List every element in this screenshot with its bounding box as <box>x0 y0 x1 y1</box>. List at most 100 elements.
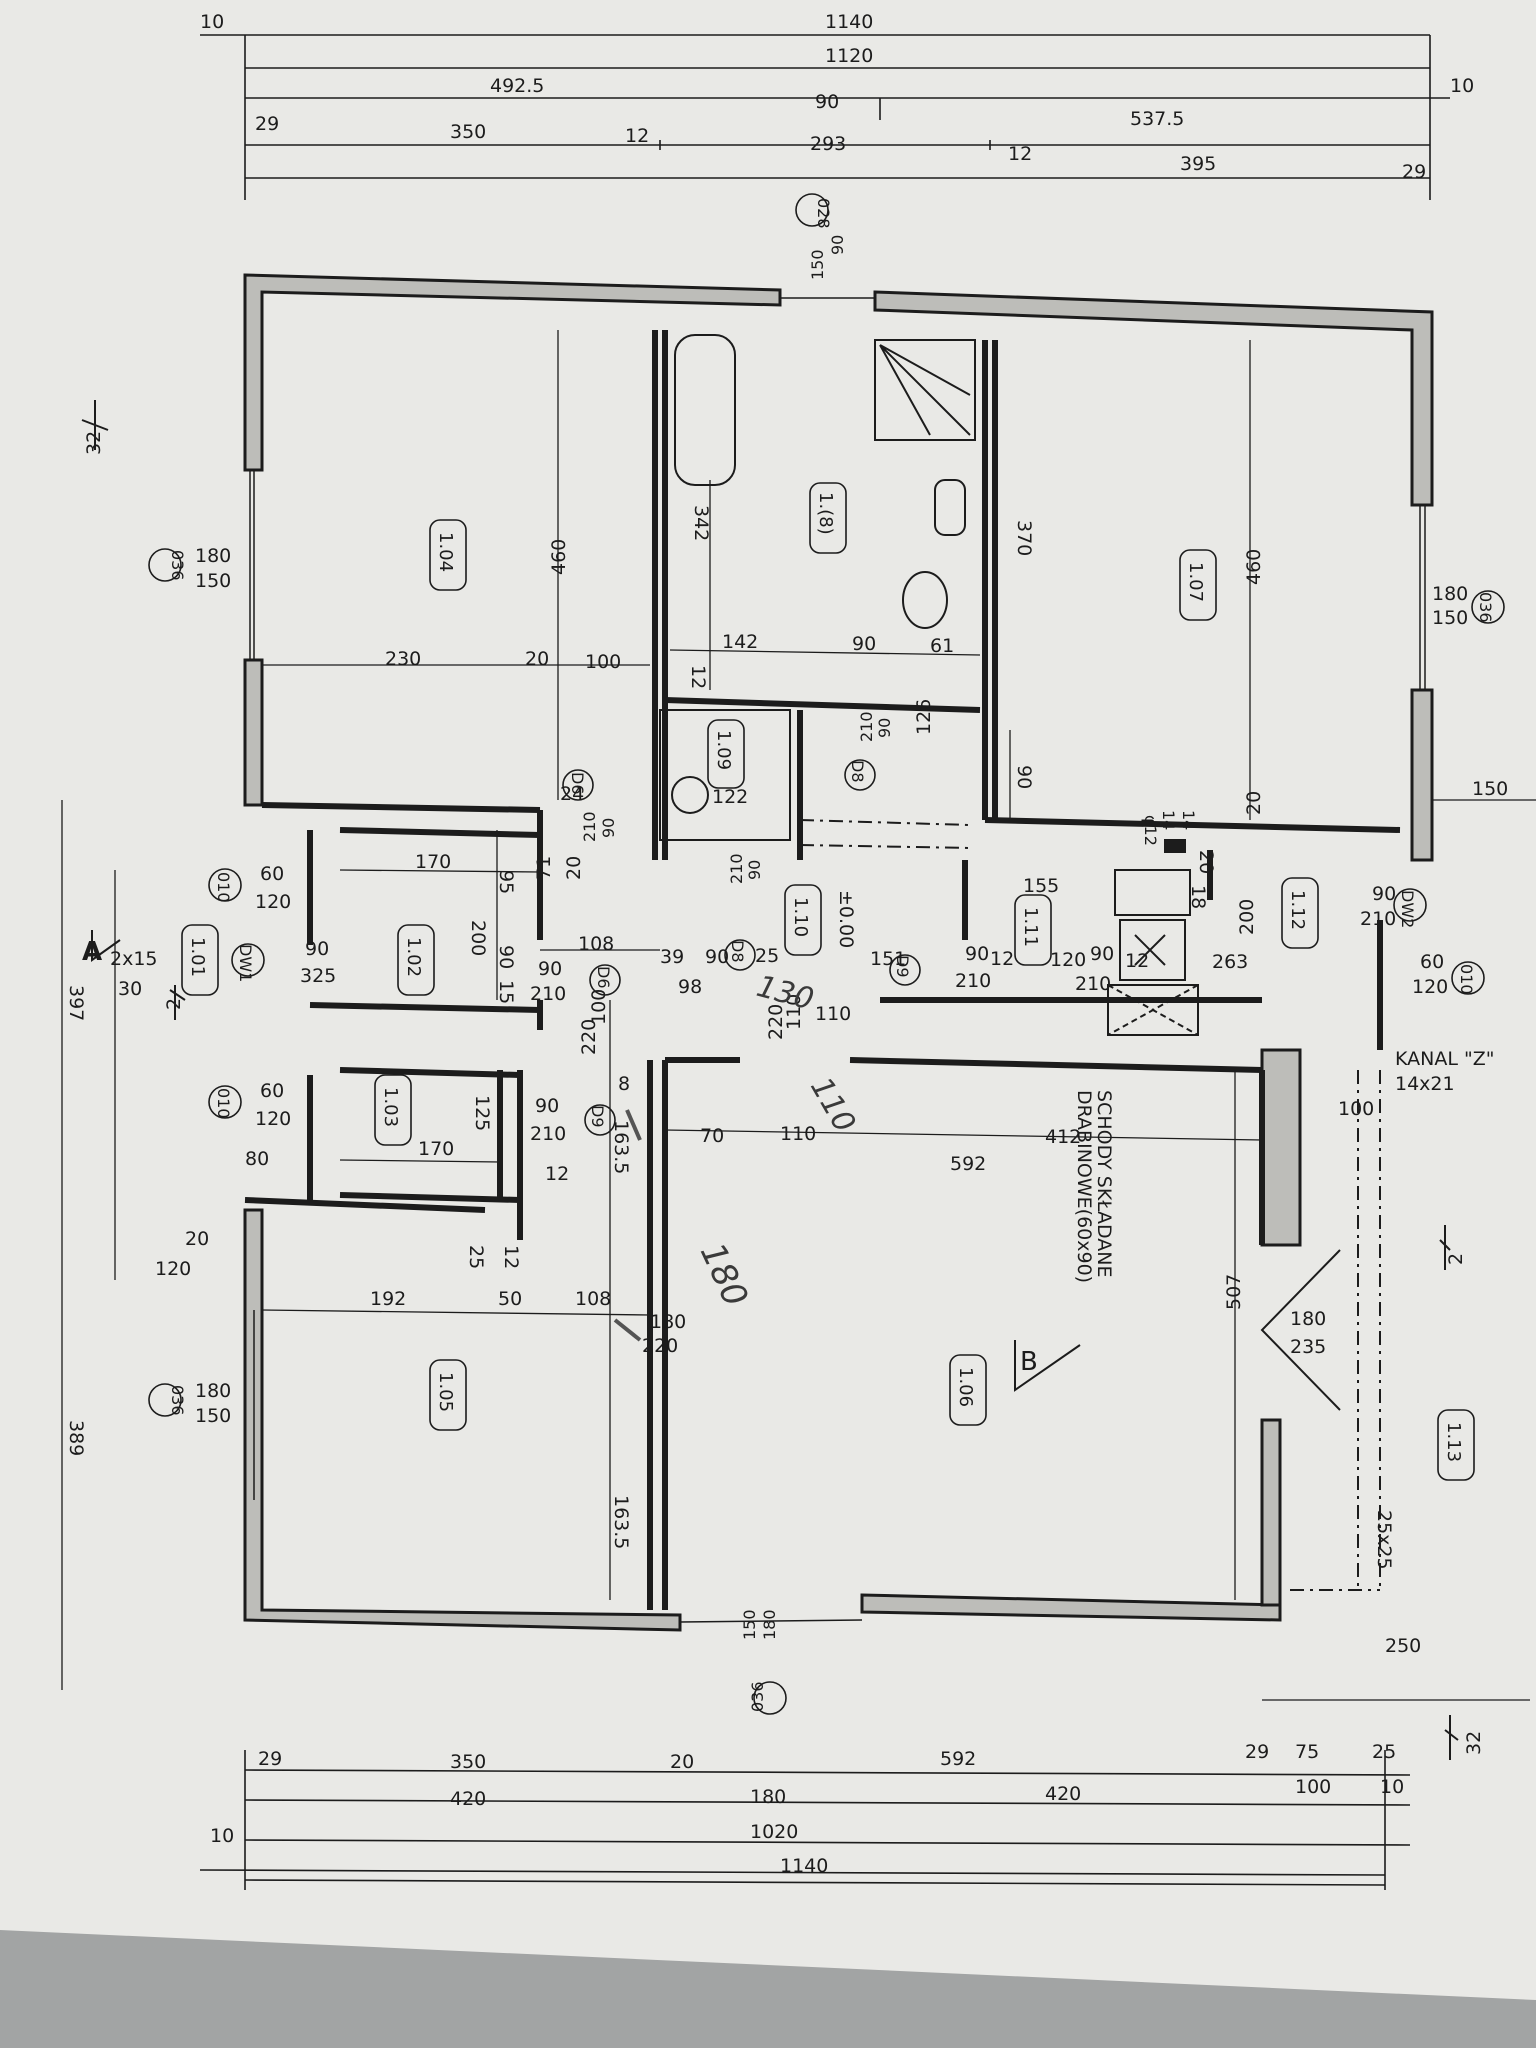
kanal-label: KANAL "Z" <box>1395 1048 1494 1070</box>
dim-122: 122 <box>712 786 748 808</box>
door-tag-height: 210 <box>530 1123 566 1145</box>
interior-walls <box>244 330 1401 1610</box>
window-tag-width: 90 <box>828 235 847 255</box>
room-1-01: 1.01 <box>181 924 219 996</box>
room-number: 1.01 <box>187 937 208 977</box>
window-tag-o10-b: 010 60 120 <box>208 1080 291 1130</box>
room-number: 1.(8) <box>815 492 836 535</box>
door-tag-d6a: D6 90 210 <box>562 769 618 842</box>
door-tag-height: 210 <box>857 711 876 742</box>
bottom-dim-r1-0: 29 <box>258 1748 282 1770</box>
dim-170b: 170 <box>418 1138 454 1160</box>
left-dim-a: 120 <box>155 1258 191 1280</box>
left-dim-lower: 389 <box>65 1420 87 1456</box>
dim-12e: 12 <box>500 1245 522 1269</box>
window-tag-code: 036 <box>748 1681 767 1712</box>
dim-220a: 220 <box>765 1004 787 1040</box>
door-tag-code: D9 <box>893 955 912 978</box>
top-dim-seg-left: 492.5 <box>490 75 544 97</box>
room-number: 1.09 <box>713 730 734 770</box>
stairs-label-line2: DRABINOWE(60x90) <box>1073 1090 1095 1283</box>
dim-155: 155 <box>1023 875 1059 897</box>
door-tag-dw2: DW2 90 210 <box>1360 883 1427 930</box>
door-tag-width: 90 <box>965 943 989 965</box>
door-tag-height: 210 <box>727 853 746 884</box>
window-tag-o10-c: 010 60 120 <box>1412 951 1485 998</box>
dim-200b: 200 <box>1236 899 1258 935</box>
dim-20a: 20 <box>525 648 549 670</box>
cut-marker-2-left: 2 <box>163 998 185 1010</box>
room-1-08: 1.(8) <box>809 482 847 554</box>
top-dimension-chain <box>200 34 1450 200</box>
dim-110c: 110 <box>815 1003 851 1025</box>
bottom-dim-r1-2: 20 <box>670 1751 694 1773</box>
window-tag-height: 120 <box>255 891 291 913</box>
window-tag-height: 150 <box>740 1609 759 1640</box>
window-tag-circle <box>1471 590 1505 624</box>
door-tag-code: D8 <box>728 940 747 963</box>
cut-marker-32-top: 32 <box>83 431 105 455</box>
room-1-05: 1.05 <box>429 1359 467 1431</box>
dim-20b: 20 <box>563 856 585 880</box>
window-tag-bottom: 036 180 150 <box>740 1609 787 1715</box>
dim-120: 120 <box>1050 949 1086 971</box>
dim-230: 230 <box>385 648 421 670</box>
window-tag-left-upper: 036 180 150 <box>148 545 231 592</box>
dim-15: 15 <box>495 980 517 1004</box>
dim-20v: 20 <box>1243 791 1265 815</box>
window-tag-left-lower: 036 180 150 <box>148 1380 231 1427</box>
dim-18: 18 <box>1187 885 1209 909</box>
top-dim-r3-1: 350 <box>450 121 486 143</box>
dim-24: 24 <box>560 783 584 805</box>
room-1-12: 1.12 <box>1281 877 1319 949</box>
pipe-diameter: φ12 <box>1141 815 1160 846</box>
door-tag-code: D6 <box>568 772 587 795</box>
door-tag-d8a: D8 90 210 <box>844 711 894 791</box>
dim-14: 14 <box>1179 810 1198 830</box>
left-dim-upper: 397 <box>65 985 87 1021</box>
room-1-04: 1.04 <box>429 519 467 591</box>
top-dim-r3-2: 12 <box>625 125 649 147</box>
top-dim-r3-0: 29 <box>255 113 279 135</box>
window-tag-width: 180 <box>195 1380 231 1402</box>
door-tag-code: D9 <box>588 1105 607 1128</box>
window-tag-code: 028 <box>814 198 833 229</box>
dim-342: 342 <box>690 505 712 541</box>
room-number: 1.05 <box>435 1372 456 1412</box>
dim-12b: 12 <box>990 948 1014 970</box>
cut-marker-2-right: 2 <box>1445 1253 1467 1265</box>
door-tag-d8b: D8 90 210 <box>724 853 764 971</box>
top-dim-offset-left: 10 <box>200 11 224 33</box>
dim-90a: 90 <box>852 633 876 655</box>
left-dim-b: 20 <box>185 1228 209 1250</box>
dim-163b: 163.5 <box>610 1495 632 1549</box>
top-dim-r3-5: 395 <box>1180 153 1216 175</box>
door-tag-dw1: DW1 90 325 <box>231 938 336 987</box>
bottom-dimension-chain <box>199 1750 1411 1890</box>
top-dim-seg-right: 537.5 <box>1130 108 1184 130</box>
door-tag-width: 90 <box>745 860 764 880</box>
pencil-marks <box>613 1109 642 1342</box>
window-tag-code: 036 <box>168 550 187 581</box>
dim-90c: 90 <box>705 946 729 968</box>
top-dim-r3-6: 29 <box>1402 161 1426 183</box>
dim-220c: 220 <box>578 1019 600 1055</box>
dim-98: 98 <box>678 976 702 998</box>
dim-100a: 100 <box>585 651 621 673</box>
window-tag-code: 036 <box>1476 592 1495 623</box>
bottom-dim-left-offset: 10 <box>210 1825 234 1847</box>
dim-90b: 90 <box>495 945 517 969</box>
dim-150: 150 <box>1472 778 1508 800</box>
level-annotation: ±0.00 <box>835 890 857 948</box>
left-dim-c: 80 <box>245 1148 269 1170</box>
dim-151: 151 <box>870 948 906 970</box>
bottom-dim-r3: 1020 <box>750 1821 798 1843</box>
dim-180a: 180 <box>650 1311 686 1333</box>
dim-25b: 25 <box>465 1245 487 1269</box>
bottom-dim-r2-4: 10 <box>1380 1776 1404 1798</box>
dim-250: 250 <box>1385 1635 1421 1657</box>
room-number: 1.02 <box>403 937 424 977</box>
dim-108a: 108 <box>578 933 614 955</box>
